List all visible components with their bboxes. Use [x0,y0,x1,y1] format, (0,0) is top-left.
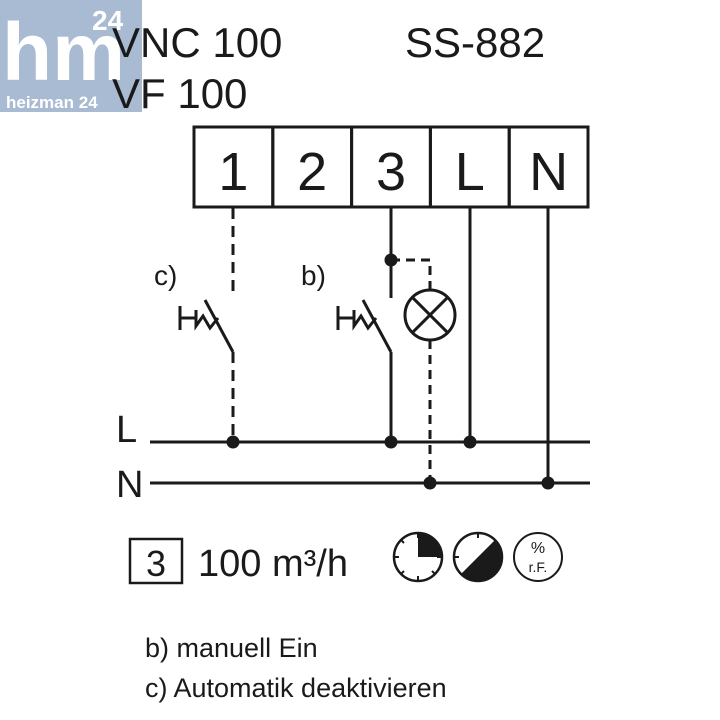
terminal-number-box [128,537,184,585]
rail-N-label: N [116,464,143,506]
timer-quarter-ticks [394,533,442,581]
switch-b-circuit: b) [301,208,398,449]
legend-b: b) manuell Ein [145,633,318,663]
logo-badge: 24 [92,5,124,36]
switch-b-contact [361,299,393,353]
terminal-cell-N [507,125,590,209]
wire-lamp-feed [391,258,432,290]
junction-c-L [226,435,240,449]
switch-c-contact [203,299,235,353]
humidity-icon: % r.F. [513,532,563,582]
flow-rate: 100 m³/h [198,543,348,585]
humidity-circle [513,532,563,582]
timer-half-sector [461,540,503,582]
supply-rails: L N [116,409,590,506]
switch-c-circuit: c) [154,208,240,449]
switch-b-label: b) [301,260,326,291]
terminal-label-1: 1 [218,142,248,202]
switch-b-actuator-icon [336,306,378,331]
legend-c: c) Automatik deaktivieren [145,673,447,703]
terminal-label-L: L [455,142,485,202]
timer-quarter-sector [418,533,442,557]
lamp-cross-2 [411,296,449,334]
humidity-rf: r.F. [529,559,548,575]
switch-c-label: c) [154,260,177,291]
terminal-label-2: 2 [297,142,327,202]
junction-terminal-L [463,435,477,449]
logo-mark: hm [2,7,125,98]
timer-half-icon [452,531,504,583]
model-name-1: VNC 100 [112,19,282,66]
timer-quarter-icon [392,531,444,583]
heizman-logo: hm 24 heizman 24 [0,0,142,112]
terminal-label-N: N [529,142,568,202]
terminal-number: 3 [146,543,166,584]
rail-L-label: L [116,409,137,451]
switch-c-actuator-icon [178,306,220,331]
logo-background [0,0,142,112]
model-name-2: VF 100 [112,70,247,117]
junction-b-L [384,435,398,449]
spec-row: 3 100 m³/h % r.F. [128,531,563,585]
timer-half-ticks [454,533,502,581]
terminal-label-3: 3 [376,142,406,202]
terminal-block: 1 2 3 L N [192,125,590,209]
junction-lamp-N [423,476,437,490]
junction-terminal-N [541,476,555,490]
indicator-lamp-circuit [391,258,457,490]
switch-model: SS-882 [405,19,545,66]
humidity-percent: % [531,540,545,557]
logo-caption: heizman 24 [6,93,98,112]
